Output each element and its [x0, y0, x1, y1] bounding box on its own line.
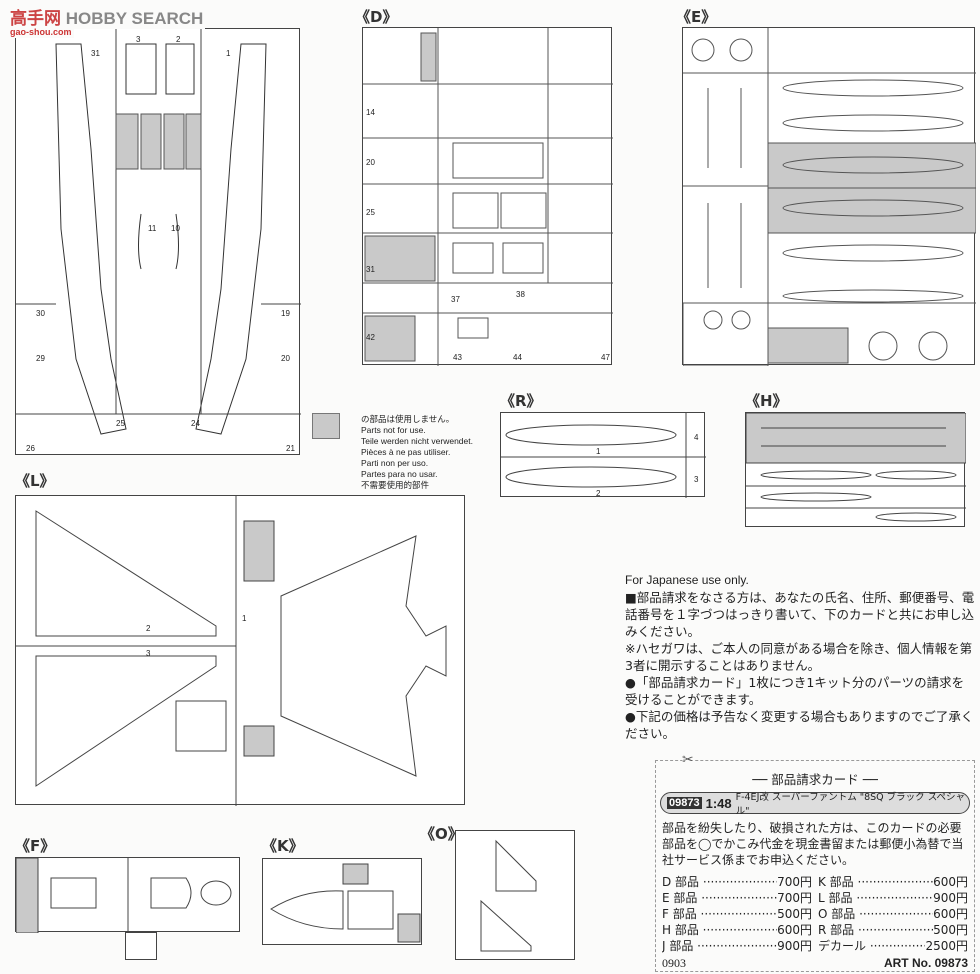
runner-h-panel — [745, 412, 966, 527]
runner-f-drawing — [16, 858, 232, 933]
tail-drawing — [480, 839, 537, 952]
price-item: K 部品600円 — [818, 874, 968, 890]
price-item: E 部品700円 — [662, 890, 812, 906]
watermark-site: gao-shou.com — [8, 27, 74, 38]
legend-line: 不需要使用的部件 — [361, 480, 430, 490]
runner-k-panel — [262, 858, 422, 945]
legend-line: の部品は使用しません。 — [361, 414, 455, 424]
unused-parts-swatch — [312, 413, 340, 439]
product-code: 09873 — [667, 797, 702, 809]
legend-line: Pièces à ne pas utiliser. — [361, 447, 451, 457]
notice-heading: For Japanese use only. — [625, 573, 749, 587]
runner-d-drawing — [363, 28, 613, 366]
wings-drawing — [16, 496, 447, 806]
panel-label-e: 《E》 — [676, 8, 717, 26]
fuselage-halves-drawing — [16, 29, 301, 435]
panel-label-o: 《O》 — [420, 825, 463, 843]
runner-h-drawing — [746, 413, 966, 522]
panel-label-l: 《L》 — [15, 472, 55, 490]
product-scale: 1:48 — [705, 795, 732, 811]
card-product-banner: 09873 1:48 F-4EJ改 スーパーファントム "8SQ ブラック スペ… — [660, 792, 970, 817]
unused-parts-legend: の部品は使用しません。 Parts not for use. Teile wer… — [361, 414, 473, 491]
runner-f-small-panel — [125, 932, 157, 960]
print-code: 0903 — [662, 956, 686, 970]
panel-label-f: 《F》 — [15, 837, 56, 855]
price-item: R 部品500円 — [818, 922, 968, 938]
runner-f-panel — [15, 857, 240, 933]
price-item: D 部品700円 — [662, 874, 812, 890]
panel-label-h: 《H》 — [745, 392, 788, 410]
panel-label-r: 《R》 — [500, 392, 542, 410]
price-item: H 部品600円 — [662, 922, 812, 938]
legend-line: Parts not for use. — [361, 425, 426, 435]
panel-label-d: 《D》 — [355, 8, 398, 26]
price-item: F 部品500円 — [662, 906, 812, 922]
runner-e-panel — [682, 27, 976, 366]
legend-line: Partes para no usar. — [361, 469, 438, 479]
fuel-tanks-drawing — [501, 413, 706, 498]
panel-label-k: 《K》 — [262, 837, 304, 855]
price-list: D 部品700円 K 部品600円 E 部品700円 L 部品900円 F 部品50… — [656, 868, 974, 954]
price-item: デカール2500円 — [818, 938, 968, 954]
product-name: F-4EJ改 スーパーファントム "8SQ ブラック スペシャル" — [735, 792, 966, 817]
parts-request-card: ✂ ── 部品請求カード ── 09873 1:48 F-4EJ改 スーパーファ… — [655, 751, 975, 972]
legend-line: Teile werden nicht verwendet. — [361, 436, 473, 446]
notice-item: ●下記の価格は予告なく変更する場合もありますのでご了承ください。 — [625, 709, 974, 741]
runner-o-panel — [455, 830, 575, 960]
scissors-icon: ✂ — [682, 751, 694, 767]
art-number: ART No. 09873 — [883, 956, 968, 970]
notice-item: ■部品請求をなさる方は、あなたの氏名、住所、郵便番号、電話番号を１字づつはっきり… — [625, 590, 975, 639]
legend-line: Parti non per uso. — [361, 458, 429, 468]
price-item: J 部品900円 — [662, 938, 812, 954]
canopy-drawing — [270, 863, 421, 943]
price-item: O 部品600円 — [818, 906, 968, 922]
card-title: ── 部品請求カード ── — [752, 772, 878, 787]
watermark-logo: 高手网 HOBBY SEARCH — [8, 4, 206, 29]
parts-request-notice: For Japanese use only. ■部品請求をなさる方は、あなたの氏… — [625, 572, 975, 742]
price-item: L 部品900円 — [818, 890, 968, 906]
card-body: 部品を紛失したり、破損された方は、このカードの必要部品を◯でかこみ代金を現金書留… — [662, 821, 964, 867]
notice-item: ※ハセガワは、ご本人の同意がある場合を除き、個人情報を第3者に開示することはあり… — [625, 641, 973, 673]
notice-item: ●「部品請求カード」1枚につき1キット分のパーツの請求を受けることができます。 — [625, 675, 965, 707]
runner-e-drawing — [683, 28, 976, 366]
